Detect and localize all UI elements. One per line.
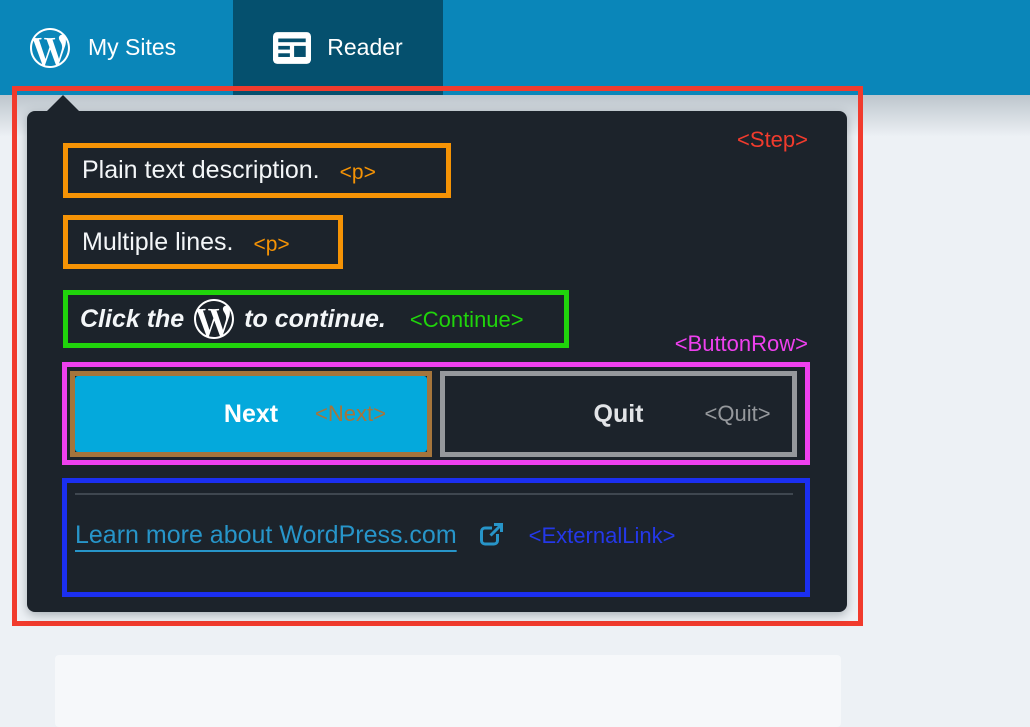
p-tag-label: <p>: [253, 232, 290, 256]
quit-button[interactable]: Quit <Quit>: [445, 376, 792, 452]
reader-label: Reader: [327, 34, 403, 60]
buttonrow-tag-label: <ButtonRow>: [674, 331, 808, 356]
continue-text-before: Click the: [80, 304, 185, 333]
divider: [75, 493, 793, 495]
learn-more-link[interactable]: Learn more about WordPress.com: [75, 519, 507, 551]
masterbar: My Sites Reader: [0, 0, 1030, 95]
externallink-annotation-box: Learn more about WordPress.com <External…: [62, 478, 810, 597]
description-text: Multiple lines.: [82, 227, 234, 256]
next-button-label: Next: [223, 399, 279, 428]
next-button[interactable]: Next <Next>: [75, 376, 427, 452]
reader-icon: [273, 31, 312, 64]
quit-button-label: Quit: [593, 399, 644, 428]
next-tag-label: <Next>: [315, 401, 386, 426]
external-link-icon: [475, 519, 507, 551]
p1-annotation-box: Plain text description. <p>: [63, 143, 451, 198]
masterbar-item-my-sites[interactable]: My Sites: [0, 0, 176, 95]
step-tag-label: <Step>: [737, 127, 808, 152]
continue-annotation-box: Click the to continue. <Continue>: [63, 290, 569, 348]
buttonrow-annotation-box: Next <Next> Quit <Quit>: [62, 362, 810, 465]
p-tag-label: <p>: [339, 161, 376, 184]
continue-text-after: to continue.: [244, 304, 386, 333]
page-placeholder-card: [55, 655, 841, 727]
external-link-row: Learn more about WordPress.com <External…: [75, 519, 805, 551]
description-text: Plain text description.: [82, 156, 320, 184]
my-sites-label: My Sites: [88, 34, 177, 60]
wordpress-logo-icon: [194, 299, 235, 339]
masterbar-item-reader[interactable]: Reader: [233, 0, 443, 95]
next-annotation-box: Next <Next>: [70, 371, 432, 457]
continue-tag-label: <Continue>: [409, 307, 524, 332]
popup-arrow: [46, 95, 80, 112]
tour-step-popup: <Step> Plain text description. <p> Multi…: [27, 95, 847, 612]
wordpress-logo-icon: [30, 27, 70, 68]
quit-tag-label: <Quit>: [704, 401, 771, 426]
learn-more-link-label: Learn more about WordPress.com: [75, 520, 457, 549]
externallink-tag-label: <ExternalLink>: [528, 523, 676, 548]
p2-annotation-box: Multiple lines. <p>: [63, 215, 343, 269]
step-annotation-box: <Step> Plain text description. <p> Multi…: [12, 86, 863, 626]
quit-annotation-box: Quit <Quit>: [440, 371, 797, 457]
